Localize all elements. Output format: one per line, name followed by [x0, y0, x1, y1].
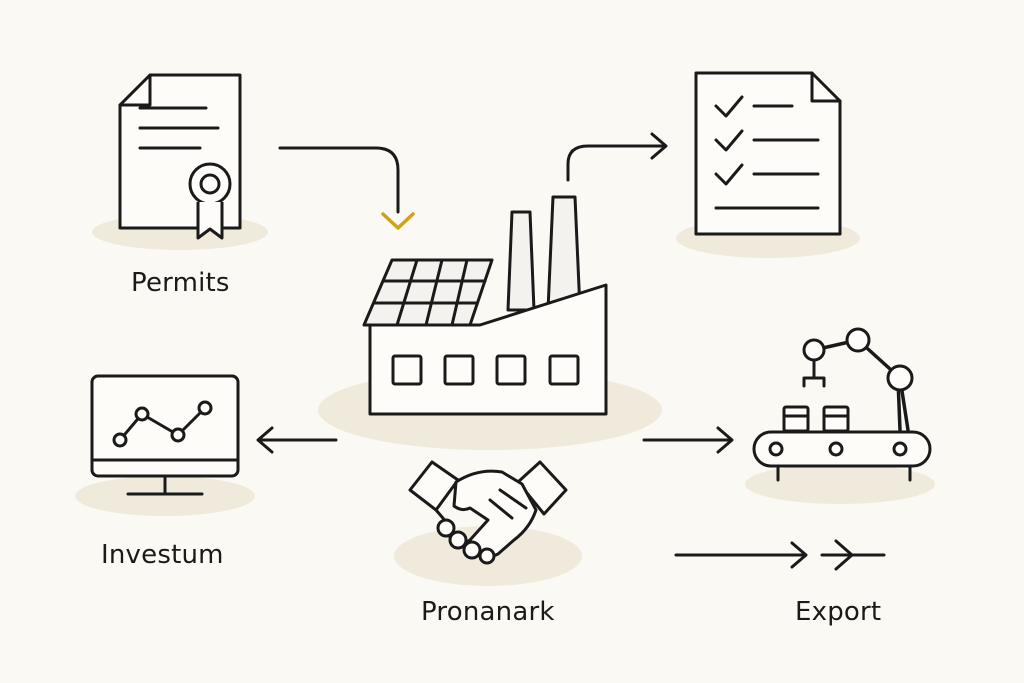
label-pronanark: Pronanark: [421, 597, 555, 627]
arrow-permits-to-factory: [278, 146, 415, 230]
analytics-monitor-icon: [90, 374, 240, 496]
solar-panel-icon: [362, 258, 494, 327]
export-arrows: [674, 539, 886, 571]
arrow-factory-to-export: [642, 426, 734, 454]
factory-solar-icon: [362, 195, 608, 416]
robot-conveyor-icon: [752, 327, 932, 482]
checklist-icon: [694, 71, 842, 236]
gold-arrowhead: [381, 212, 415, 230]
label-export: Export: [795, 597, 882, 627]
handshake-icon: [408, 460, 568, 565]
arrow-factory-to-investum: [256, 426, 338, 454]
label-permits: Permits: [131, 268, 230, 298]
label-investum: Investum: [101, 540, 224, 570]
investum-shadow: [75, 476, 255, 516]
export-shadow: [745, 464, 935, 504]
arrow-factory-to-checklist: [566, 132, 668, 182]
document-certificate-icon: [118, 73, 242, 240]
